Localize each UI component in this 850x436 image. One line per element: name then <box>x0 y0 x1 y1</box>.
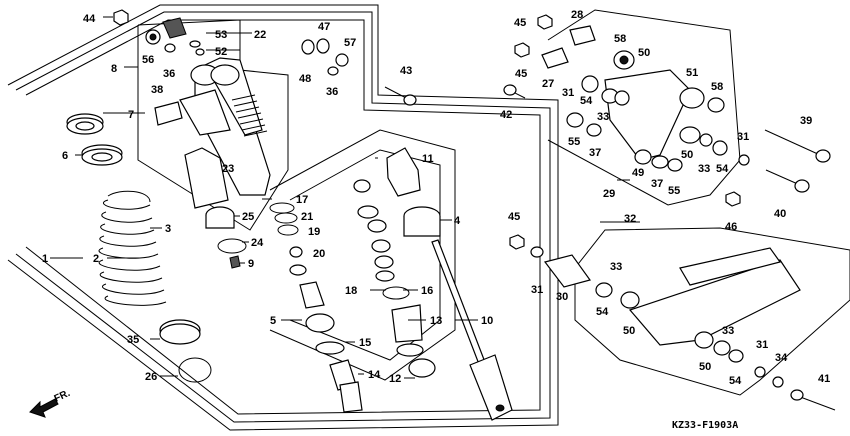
label-5: 5 <box>270 315 276 327</box>
label-37: 37 <box>589 147 601 159</box>
label-33d: 33 <box>722 325 734 337</box>
label-31b: 31 <box>737 131 749 143</box>
label-18: 18 <box>345 285 357 297</box>
hardware <box>384 14 836 411</box>
label-55: 55 <box>568 136 580 148</box>
label-46: 46 <box>725 221 737 233</box>
label-50c: 50 <box>623 325 635 337</box>
label-8: 8 <box>111 63 117 75</box>
label-23: 23 <box>222 163 234 175</box>
label-48: 48 <box>299 73 311 85</box>
label-34: 34 <box>775 352 788 364</box>
spring-2 <box>98 190 167 306</box>
label-31c: 31 <box>531 284 543 296</box>
front-direction-arrow <box>29 398 59 418</box>
damper-rod-10 <box>431 239 513 421</box>
label-52: 52 <box>215 46 227 58</box>
label-33b: 33 <box>698 163 710 175</box>
label-50b: 50 <box>681 149 693 161</box>
label-35: 35 <box>127 334 139 346</box>
label-58b: 58 <box>711 81 723 93</box>
label-54d: 54 <box>729 375 742 387</box>
damper-internals <box>269 179 436 413</box>
label-41: 41 <box>818 373 830 385</box>
label-58: 58 <box>614 33 626 45</box>
part-labels: 44 22 53 52 47 57 56 36 48 36 8 43 7 38 … <box>42 9 830 431</box>
label-24: 24 <box>251 237 264 249</box>
label-32: 32 <box>624 213 636 225</box>
linkage-rod-group <box>543 227 850 396</box>
label-22: 22 <box>254 29 266 41</box>
label-54: 54 <box>580 95 593 107</box>
label-45b: 45 <box>515 68 527 80</box>
leader-lines <box>50 16 640 379</box>
label-19: 19 <box>308 226 320 238</box>
label-55b: 55 <box>668 185 680 197</box>
label-27: 27 <box>542 78 554 90</box>
label-33: 33 <box>597 111 609 123</box>
label-16: 16 <box>421 285 433 297</box>
label-10: 10 <box>481 315 493 327</box>
label-42: 42 <box>500 109 512 121</box>
label-7: 7 <box>128 109 134 121</box>
label-26: 26 <box>145 371 157 383</box>
spring-adjusters <box>66 113 123 166</box>
label-1: 1 <box>42 253 48 265</box>
front-label: FR. <box>53 388 72 405</box>
bump-stop-23 <box>184 147 229 209</box>
label-14: 14 <box>368 369 381 381</box>
label-15: 15 <box>359 337 371 349</box>
boot-11 <box>386 147 421 197</box>
label-30: 30 <box>556 291 568 303</box>
label-39: 39 <box>800 115 812 127</box>
label-40: 40 <box>774 208 786 220</box>
label-9: 9 <box>248 258 254 270</box>
label-44: 44 <box>83 13 96 25</box>
label-17: 17 <box>296 194 308 206</box>
shock-arm-group <box>541 9 741 206</box>
shock-body <box>145 17 349 196</box>
label-38 <box>154 101 183 126</box>
label-45c: 45 <box>508 211 520 223</box>
label-53: 53 <box>215 29 227 41</box>
label-31d: 31 <box>756 339 768 351</box>
label-50: 50 <box>638 47 650 59</box>
label-54c: 54 <box>596 306 609 318</box>
label-13: 13 <box>430 315 442 327</box>
label-36b: 36 <box>326 86 338 98</box>
label-21: 21 <box>301 211 313 223</box>
label-36: 36 <box>163 68 175 80</box>
label-12: 12 <box>389 373 401 385</box>
label-11: 11 <box>422 153 434 165</box>
shock-frame-lines <box>7 4 559 431</box>
label-4: 4 <box>454 215 461 227</box>
label-6: 6 <box>62 150 68 162</box>
label-28: 28 <box>571 9 583 21</box>
label-3: 3 <box>165 223 171 235</box>
diagram-code: KZ33-F1903A <box>672 420 738 431</box>
upper-coil <box>231 94 268 137</box>
nut-44 <box>113 9 129 26</box>
shock-lower-parts <box>205 206 247 269</box>
label-37b: 37 <box>651 178 663 190</box>
label-33c: 33 <box>610 261 622 273</box>
label-56: 56 <box>142 54 154 66</box>
label-51: 51 <box>686 67 698 79</box>
label-38: 38 <box>151 84 163 96</box>
label-43: 43 <box>400 65 412 77</box>
label-47: 47 <box>318 21 330 33</box>
label-29: 29 <box>603 188 615 200</box>
label-50d: 50 <box>699 361 711 373</box>
label-49: 49 <box>632 167 644 179</box>
label-25: 25 <box>242 211 254 223</box>
label-45: 45 <box>514 17 526 29</box>
label-54b: 54 <box>716 163 729 175</box>
clip-26 <box>178 357 212 383</box>
label-57: 57 <box>344 37 356 49</box>
label-31: 31 <box>562 87 574 99</box>
label-2: 2 <box>93 253 99 265</box>
label-20: 20 <box>313 248 325 260</box>
